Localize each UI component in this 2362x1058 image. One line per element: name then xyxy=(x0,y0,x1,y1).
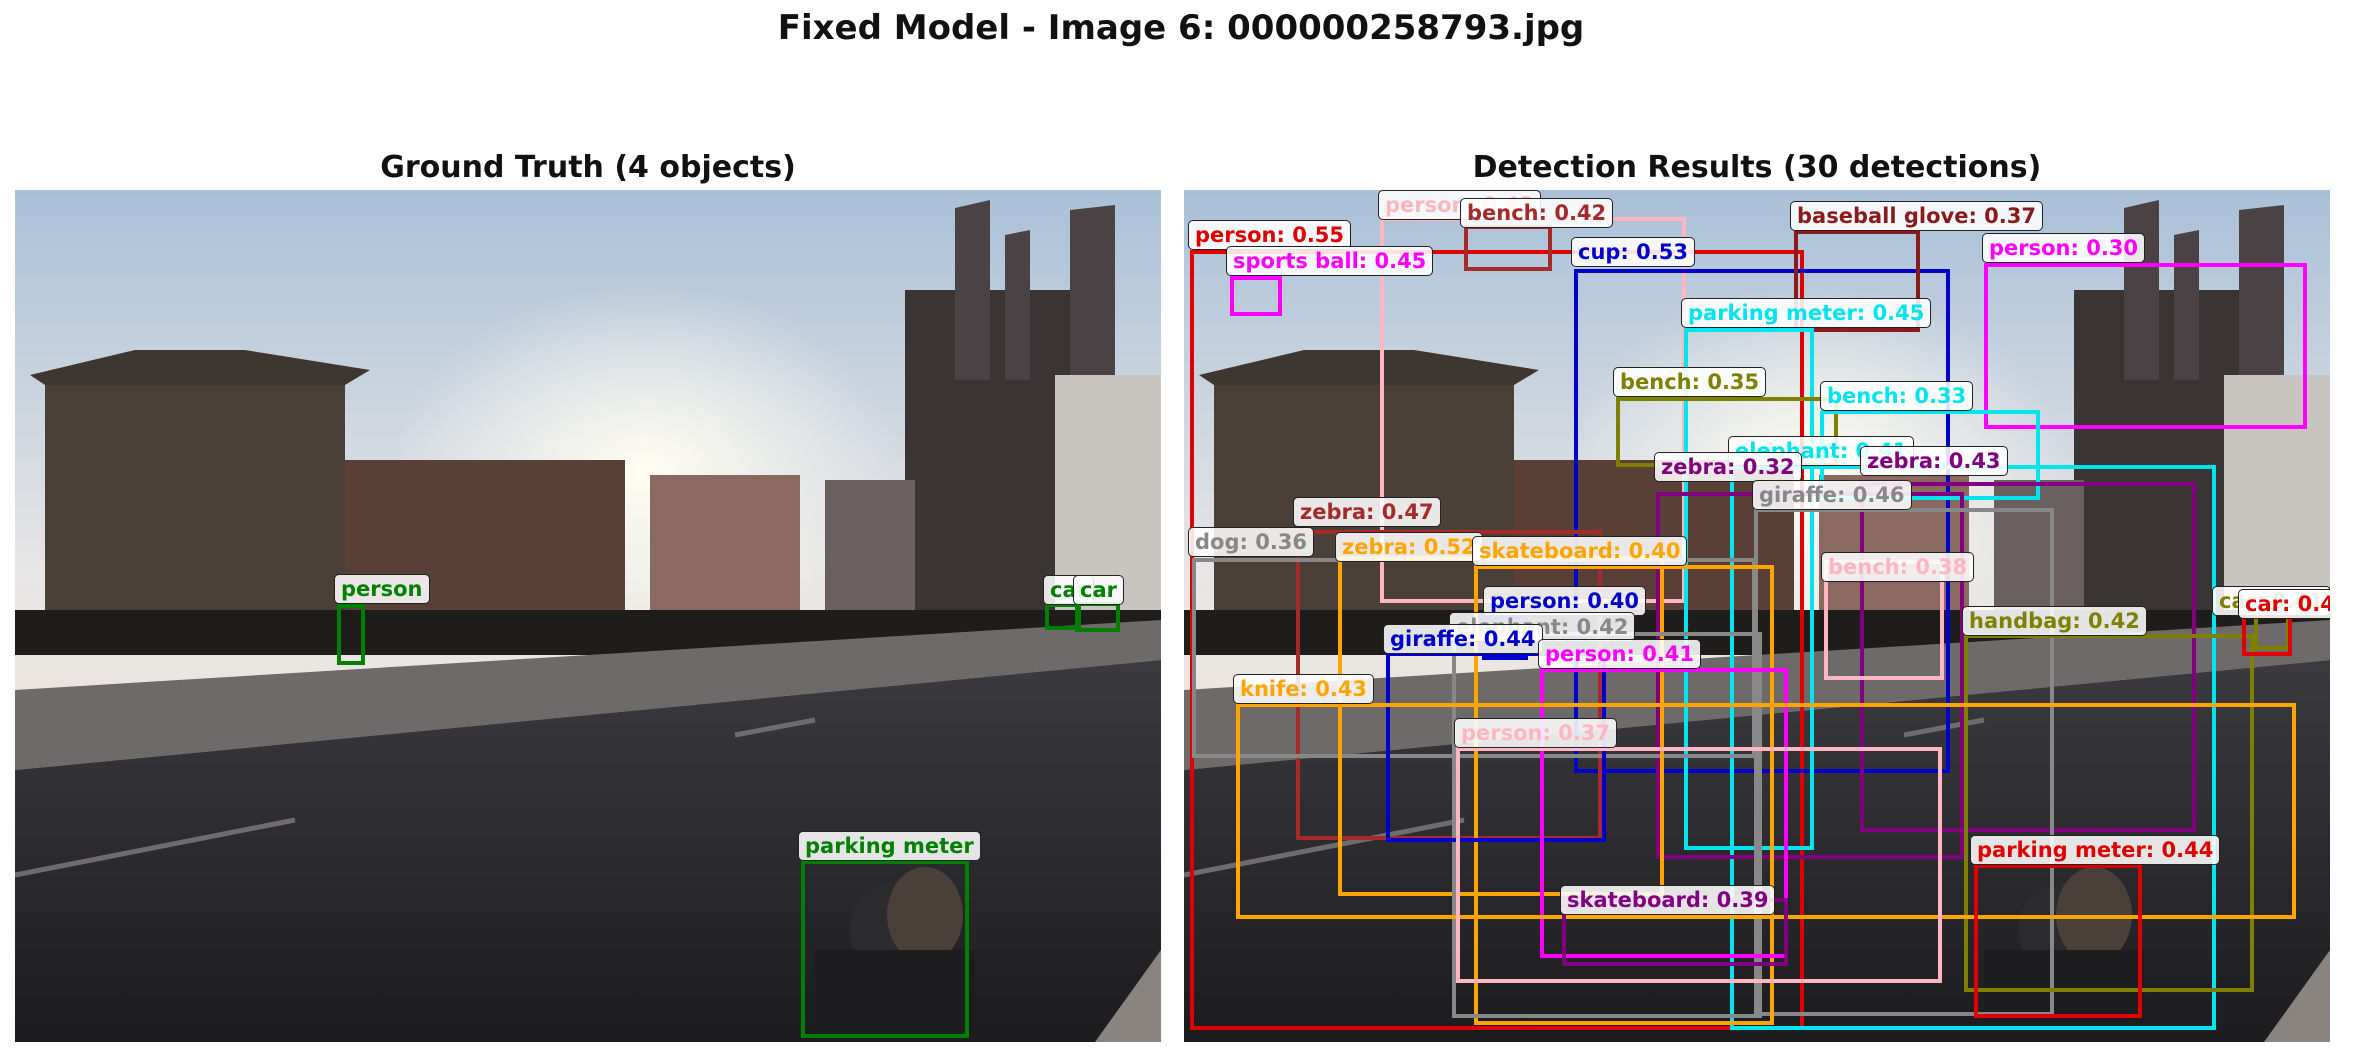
det-label-bench: bench: 0.42 xyxy=(1460,198,1614,228)
det-label-zebra: zebra: 0.32 xyxy=(1654,452,1802,482)
det-label-knife: knife: 0.43 xyxy=(1233,674,1375,704)
detections-title: Detection Results (30 detections) xyxy=(1472,150,2042,185)
det-box-bench xyxy=(1464,225,1552,271)
det-box-giraffe xyxy=(1754,508,2054,1016)
ground-truth-title: Ground Truth (4 objects) xyxy=(380,150,796,185)
det-label-cup: cup: 0.53 xyxy=(1571,237,1695,267)
det-box-cup xyxy=(1574,269,1950,773)
det-label-giraffe: giraffe: 0.46 xyxy=(1752,480,1912,510)
det-label-bench: bench: 0.33 xyxy=(1820,381,1974,411)
det-label-person: person: 0.40 xyxy=(1483,586,1647,616)
det-label-dog: dog: 0.36 xyxy=(1188,527,1315,557)
gt-box-car-2 xyxy=(1075,602,1120,632)
det-label-parking-meter: parking meter: 0.44 xyxy=(1970,835,2221,865)
det-box-zebra xyxy=(1860,482,2196,832)
det-box-person xyxy=(1540,668,1788,958)
det-box-car xyxy=(2242,614,2292,656)
det-box-parking-meter xyxy=(1684,328,1814,850)
det-box-person xyxy=(1984,263,2307,429)
gt-label-parking-meter: parking meter xyxy=(798,831,981,861)
det-label-bench: bench: 0.38 xyxy=(1821,552,1975,582)
det-box-handbag xyxy=(1964,634,2254,992)
gt-box-car xyxy=(1045,603,1081,630)
det-box-skateboard xyxy=(1474,565,1774,1025)
det-box-baseball-glove xyxy=(1794,230,1920,332)
gt-box-person xyxy=(337,604,365,665)
det-label-person: person: 0.41 xyxy=(1538,639,1702,669)
det-label-giraffe: giraffe: 0.44 xyxy=(1383,624,1543,654)
figure-title: Fixed Model - Image 6: 000000258793.jpg xyxy=(777,8,1585,48)
det-label-car: car: 0.41 xyxy=(2238,589,2330,619)
gt-label-car-2: car xyxy=(1073,575,1124,605)
gt-box-parking-meter xyxy=(801,860,969,1038)
det-box-knife xyxy=(1236,703,2296,919)
det-label-baseball-glove: baseball glove: 0.37 xyxy=(1790,201,2043,231)
det-label-person: person: 0.55 xyxy=(1188,220,1352,250)
det-box-sports-ball xyxy=(1230,276,1282,316)
det-label-skateboard: skateboard: 0.40 xyxy=(1472,536,1688,566)
det-box-parking-meter xyxy=(1974,864,2142,1018)
parking-meter-object xyxy=(815,867,975,1042)
det-label-skateboard: skateboard: 0.39 xyxy=(1560,885,1776,915)
det-label-zebra: zebra: 0.47 xyxy=(1293,497,1441,527)
det-label-sports-ball: sports ball: 0.45 xyxy=(1226,246,1434,276)
det-label-person: person: 0.37 xyxy=(1454,718,1618,748)
det-label-parking-meter: parking meter: 0.45 xyxy=(1681,298,1932,328)
ground-truth-panel: person car car parking meter xyxy=(15,190,1161,1042)
street-scene-image xyxy=(15,190,1161,1042)
gt-label-person: person xyxy=(334,574,430,604)
det-label-person: person: 0.30 xyxy=(1982,233,2146,263)
det-label-bench: bench: 0.35 xyxy=(1613,367,1767,397)
det-label-zebra: zebra: 0.52 xyxy=(1335,532,1483,562)
det-box-person xyxy=(1456,747,1942,983)
det-label-handbag: handbag: 0.42 xyxy=(1962,606,2147,636)
det-label-zebra: zebra: 0.43 xyxy=(1860,446,2008,476)
detections-panel: person: 0.55 sports ball: 0.45 person: 0… xyxy=(1184,190,2330,1042)
